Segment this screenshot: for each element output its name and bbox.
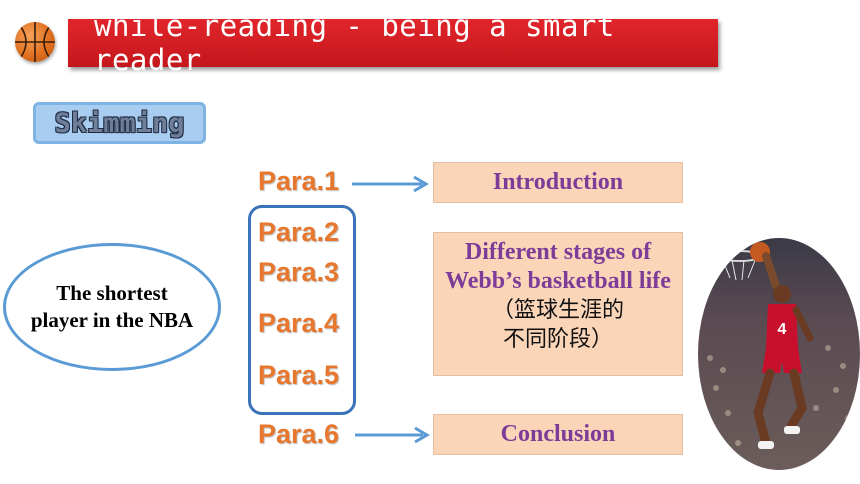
introduction-text: Introduction — [492, 169, 624, 195]
stages-box: Different stages of Webb’s basketball li… — [433, 232, 683, 376]
main-idea-oval: The shortest player in the NBA — [3, 243, 221, 371]
arrow-right-icon — [352, 175, 429, 193]
stages-english-text: Different stages of Webb’s basketball li… — [445, 239, 671, 294]
title-banner: while-reading - being a smart reader — [68, 9, 718, 77]
conclusion-text: Conclusion — [500, 421, 616, 447]
basketball-icon — [15, 22, 55, 62]
para-1-label: Para.1 — [258, 166, 340, 196]
para-group-box — [248, 205, 356, 415]
skimming-label: Skimming — [33, 102, 206, 144]
para-6-label: Para.6 — [258, 419, 340, 449]
player-photo: 4 — [698, 238, 860, 470]
para-2-label: Para.2 — [258, 217, 340, 247]
skimming-text: Skimming — [54, 107, 185, 139]
stages-chinese-text-2: 不同阶段） — [502, 327, 613, 352]
para-4-label: Para.4 — [258, 308, 340, 338]
arrow-right-icon — [355, 426, 430, 444]
para-5-label: Para.5 — [258, 360, 340, 390]
page-title: while-reading - being a smart reader — [94, 9, 615, 77]
introduction-box: Introduction — [433, 162, 683, 203]
conclusion-box: Conclusion — [433, 414, 683, 455]
stages-chinese-text-1: （篮球生涯的 — [491, 298, 624, 323]
svg-text:4: 4 — [778, 321, 787, 338]
main-idea-text: The shortest player in the NBA — [30, 281, 194, 332]
para-3-label: Para.3 — [258, 257, 340, 287]
